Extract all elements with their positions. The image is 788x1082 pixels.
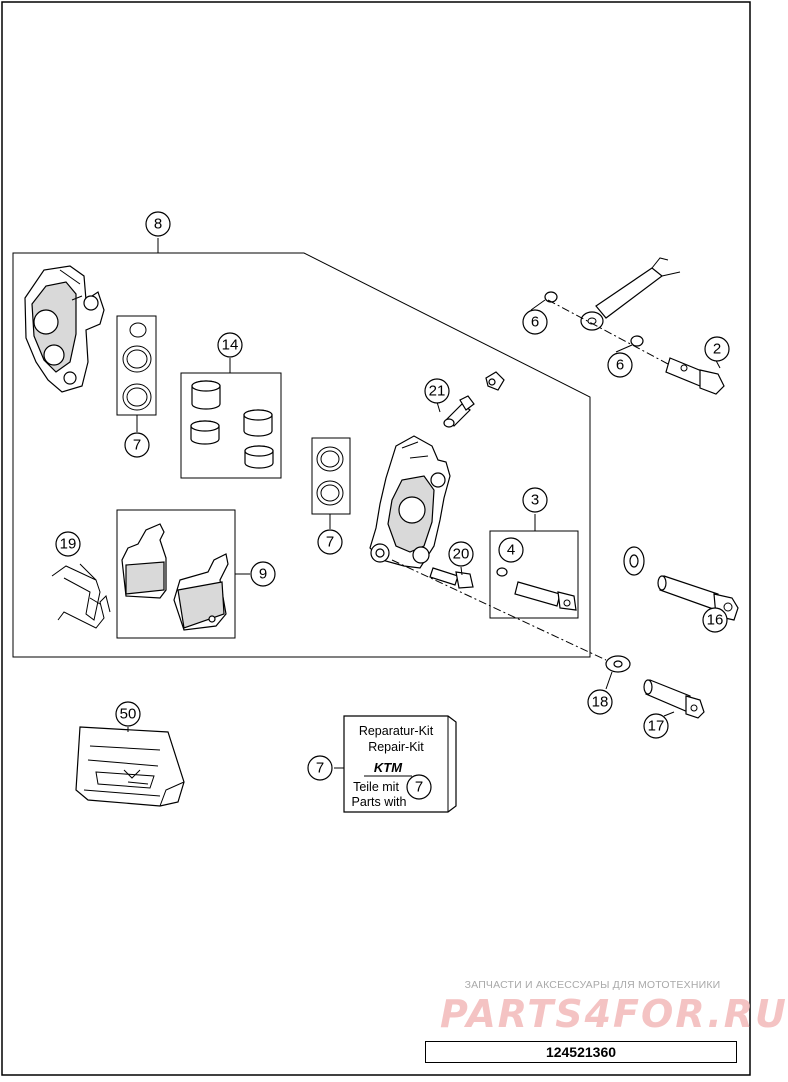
callout-2-number: 2	[713, 341, 721, 358]
bolt-with-hex-socket	[514, 581, 577, 611]
callout-8: 8	[145, 211, 171, 237]
drawing-number: 124521360	[545, 1044, 617, 1060]
callout-7-kit-inner-number: 7	[415, 779, 423, 796]
callout-6-upper: 6	[522, 309, 548, 335]
callout-6-upper-number: 6	[531, 314, 539, 331]
callout-6-lower: 6	[607, 352, 633, 378]
seal-kit-box-middle	[311, 437, 351, 515]
brake-line	[580, 257, 681, 331]
callout-19-number: 19	[60, 536, 77, 553]
callout-14: 14	[217, 332, 243, 358]
repair-kit-line-4: Parts with	[352, 795, 407, 809]
callout-7-left-number: 7	[133, 437, 141, 454]
ktm-logo: KTM	[374, 760, 403, 775]
banjo-bolt	[665, 357, 725, 395]
callout-17-number: 17	[648, 718, 665, 735]
outer-frame	[1, 1, 751, 1076]
callout-21-number: 21	[429, 383, 446, 400]
callout-4: 4	[498, 537, 524, 563]
callout-6-lower-number: 6	[616, 357, 624, 374]
callout-50: 50	[115, 701, 141, 727]
kit-pouch	[75, 726, 185, 807]
callout-9-number: 9	[259, 566, 267, 583]
callout-2: 2	[704, 336, 730, 362]
callout-21: 21	[424, 378, 450, 404]
washer-18	[605, 655, 631, 673]
seal-ring-upper	[544, 291, 558, 303]
caliper-body-middle	[369, 435, 451, 569]
watermark-tagline: ЗАПЧАСТИ И АКСЕССУАРЫ ДЛЯ МОТОТЕХНИКИ	[464, 979, 721, 991]
bolt-17	[643, 679, 705, 719]
callout-18-number: 18	[592, 694, 609, 711]
bolt-kit-box	[489, 530, 579, 619]
pistons-box	[180, 372, 282, 479]
repair-kit-line-2: Repair-Kit	[368, 740, 424, 754]
drawing-number-box: 124521360	[425, 1041, 737, 1063]
callout-50-number: 50	[120, 706, 137, 723]
callout-3: 3	[522, 487, 548, 513]
caliper-pin	[429, 567, 474, 589]
callout-20-number: 20	[453, 546, 470, 563]
axle-bolt-16	[657, 575, 739, 621]
assembly-8-outline	[12, 252, 591, 658]
pad-spring	[51, 563, 111, 629]
repair-kit-line-3: Teile mit	[353, 780, 399, 794]
callout-8-number: 8	[154, 216, 162, 233]
brake-pads	[121, 523, 229, 631]
pistons	[190, 380, 274, 469]
callout-7-middle-number: 7	[326, 534, 334, 551]
callout-16: 16	[702, 607, 728, 633]
callout-7-left: 7	[124, 432, 150, 458]
callout-7-kit-left: 7	[307, 755, 333, 781]
washer-small	[496, 567, 508, 577]
caliper-body-left	[24, 265, 105, 393]
callout-7-kit-left-number: 7	[316, 760, 324, 777]
repair-kit-line-1: Reparatur-Kit	[359, 724, 434, 738]
callout-18: 18	[587, 689, 613, 715]
callout-3-number: 3	[531, 492, 539, 509]
callout-19: 19	[55, 531, 81, 557]
watermark-logo: PARTS4FOR.RU	[440, 992, 788, 1036]
callout-7-middle: 7	[317, 529, 343, 555]
callout-4-number: 4	[507, 542, 515, 559]
callout-14-number: 14	[222, 337, 239, 354]
callout-7-kit-inner: 7	[406, 774, 432, 800]
callout-17: 17	[643, 713, 669, 739]
washer-large	[623, 546, 645, 576]
callout-9: 9	[250, 561, 276, 587]
bleeder-screw	[443, 371, 505, 428]
seal-ring-lower	[630, 335, 644, 347]
callout-20: 20	[448, 541, 474, 567]
callout-16-number: 16	[707, 612, 724, 629]
